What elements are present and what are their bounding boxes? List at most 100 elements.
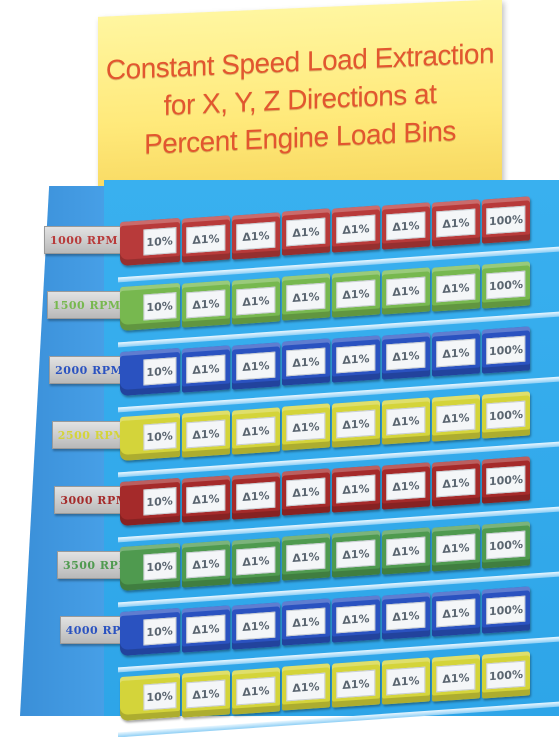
bin: Δ1% [182, 475, 230, 523]
bin: Δ1% [282, 533, 330, 582]
bin: Δ1% [382, 332, 430, 380]
bin: 100% [482, 390, 530, 439]
bin: 10% [120, 282, 180, 332]
bin: 10% [120, 217, 180, 267]
bin: Δ1% [382, 267, 430, 315]
bin: Δ1% [232, 276, 280, 325]
bin: Δ1% [332, 530, 380, 578]
bin-label: Δ1% [386, 536, 426, 566]
bin-label: Δ1% [236, 611, 276, 640]
bin: Δ1% [232, 471, 280, 520]
bin-label: 100% [486, 660, 526, 689]
bin-label: Δ1% [286, 673, 326, 702]
bin-label: Δ1% [436, 403, 476, 433]
bin-label: Δ1% [436, 598, 476, 628]
rpm-label: 2500 RPM [51, 421, 132, 449]
bin-label: 100% [486, 335, 526, 364]
bin: Δ1% [432, 589, 480, 637]
rpm-label: 2000 RPM [49, 356, 130, 384]
bin-label: 100% [486, 400, 526, 429]
bin-label: Δ1% [386, 666, 426, 696]
bin-label: 10% [143, 422, 177, 451]
bin: Δ1% [432, 329, 480, 377]
bin: Δ1% [382, 462, 430, 510]
bin-label: Δ1% [436, 533, 476, 563]
bin: Δ1% [282, 338, 330, 387]
bin-label: Δ1% [186, 549, 226, 579]
bin-label: Δ1% [186, 679, 226, 709]
bin: Δ1% [332, 660, 380, 708]
bin-label: Δ1% [436, 468, 476, 498]
bin-label: Δ1% [186, 289, 226, 319]
bin-label: Δ1% [386, 471, 426, 501]
bin-label: Δ1% [336, 539, 376, 569]
bin: Δ1% [232, 601, 280, 650]
bin: 100% [482, 520, 530, 569]
bin: Δ1% [432, 394, 480, 442]
bin: Δ1% [182, 345, 230, 393]
bin: Δ1% [182, 280, 230, 328]
bin: 10% [120, 412, 180, 462]
bin: 10% [120, 672, 180, 722]
bin: Δ1% [182, 605, 230, 653]
bin-label: Δ1% [386, 276, 426, 306]
bin-label: Δ1% [236, 481, 276, 510]
bin-label: 100% [486, 270, 526, 299]
bin-label: Δ1% [386, 341, 426, 371]
bin: Δ1% [382, 202, 430, 250]
bin-label: Δ1% [286, 283, 326, 312]
bin-label: 10% [143, 292, 177, 321]
bin: Δ1% [382, 527, 430, 575]
bin-label: Δ1% [186, 419, 226, 449]
title-sign: Constant Speed Load Extraction for X, Y,… [98, 0, 502, 201]
bin: Δ1% [182, 670, 230, 718]
bin-label: Δ1% [436, 273, 476, 303]
bin: 10% [120, 347, 180, 397]
bin: Δ1% [332, 400, 380, 448]
bin-rack-diagram: Constant Speed Load Extraction for X, Y,… [20, 0, 559, 737]
bin-label: Δ1% [386, 601, 426, 631]
bin: Δ1% [232, 406, 280, 455]
bin-label: Δ1% [336, 344, 376, 374]
bin: Δ1% [332, 205, 380, 253]
bin-label: Δ1% [336, 409, 376, 439]
bin-label: Δ1% [336, 214, 376, 244]
bin: Δ1% [182, 215, 230, 263]
bin-label: Δ1% [186, 224, 226, 254]
bin: Δ1% [432, 199, 480, 247]
bin-label: Δ1% [236, 546, 276, 575]
bin: 10% [120, 542, 180, 592]
bin-label: Δ1% [386, 211, 426, 241]
bin: 100% [482, 650, 530, 699]
bin: Δ1% [282, 468, 330, 517]
bin-label: Δ1% [236, 351, 276, 380]
bin-label: Δ1% [236, 416, 276, 445]
bin-label: 10% [143, 682, 177, 711]
rpm-label: 1000 RPM [44, 226, 124, 254]
bin-label: Δ1% [436, 338, 476, 368]
bin: Δ1% [332, 335, 380, 383]
bin-label: Δ1% [336, 474, 376, 504]
bin-label: Δ1% [286, 608, 326, 637]
bin: Δ1% [232, 536, 280, 585]
bin: Δ1% [232, 666, 280, 715]
bin: Δ1% [432, 654, 480, 702]
bin: Δ1% [232, 211, 280, 260]
bin-label: Δ1% [286, 348, 326, 377]
bin-label: 100% [486, 205, 526, 234]
rpm-label: 1500 RPM [46, 291, 127, 319]
bin-label: Δ1% [336, 669, 376, 699]
bin-label: 100% [486, 530, 526, 559]
bin-label: 100% [486, 465, 526, 494]
bin-label: Δ1% [186, 484, 226, 514]
bin: Δ1% [182, 410, 230, 458]
bin-label: 10% [143, 227, 177, 256]
bin-label: Δ1% [286, 413, 326, 442]
bin: Δ1% [382, 397, 430, 445]
bin: 100% [482, 585, 530, 634]
bin-label: 10% [143, 552, 177, 581]
bin: Δ1% [432, 524, 480, 572]
bin: Δ1% [332, 595, 380, 643]
bin-label: 10% [143, 487, 177, 516]
bin: Δ1% [282, 663, 330, 712]
